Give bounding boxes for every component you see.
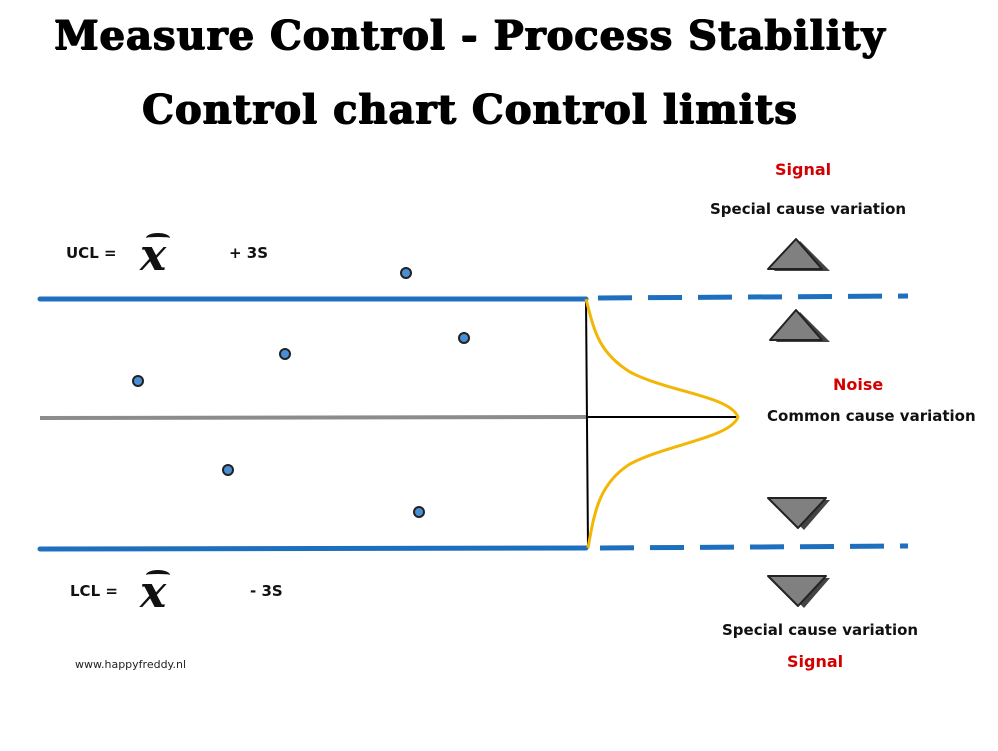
up-triangle-icon <box>767 238 830 271</box>
data-point <box>279 348 291 360</box>
center-line <box>39 415 587 420</box>
xbar-bar-icon <box>146 570 170 580</box>
lcl-dashed-extension <box>599 543 909 551</box>
data-point <box>132 375 144 387</box>
ucl-dashed-extension <box>597 293 909 301</box>
ucl-label: UCL = <box>66 244 117 262</box>
up-triangle-icon <box>769 309 830 342</box>
footer-url: www.happyfreddy.nl <box>75 658 187 671</box>
upper-signal-label: Signal <box>775 160 832 179</box>
lower-signal-label: Signal <box>787 652 844 671</box>
data-point <box>413 506 425 518</box>
distribution-axis <box>585 298 589 549</box>
xbar-bar-icon <box>146 233 170 243</box>
down-triangle-icon <box>767 497 830 530</box>
lower-special-cause-label: Special cause variation <box>722 621 919 639</box>
lcl-line <box>37 545 589 552</box>
data-point <box>458 332 470 344</box>
ucl-suffix: + 3S <box>229 244 269 262</box>
ucl-xbar-symbol: x <box>140 230 167 281</box>
lcl-xbar-symbol: x <box>140 567 167 618</box>
title-line-1: Measure Control - Process Stability <box>54 12 886 59</box>
data-point <box>222 464 234 476</box>
down-triangle-icon <box>767 575 830 608</box>
data-point <box>400 267 412 279</box>
upper-special-cause-label: Special cause variation <box>710 200 907 218</box>
distribution-curve <box>584 298 740 549</box>
lcl-suffix: - 3S <box>250 582 283 600</box>
title-line-2: Control chart Control limits <box>142 86 798 133</box>
noise-label: Noise <box>833 375 884 394</box>
lcl-label: LCL = <box>70 582 118 600</box>
common-cause-label: Common cause variation <box>767 407 976 425</box>
